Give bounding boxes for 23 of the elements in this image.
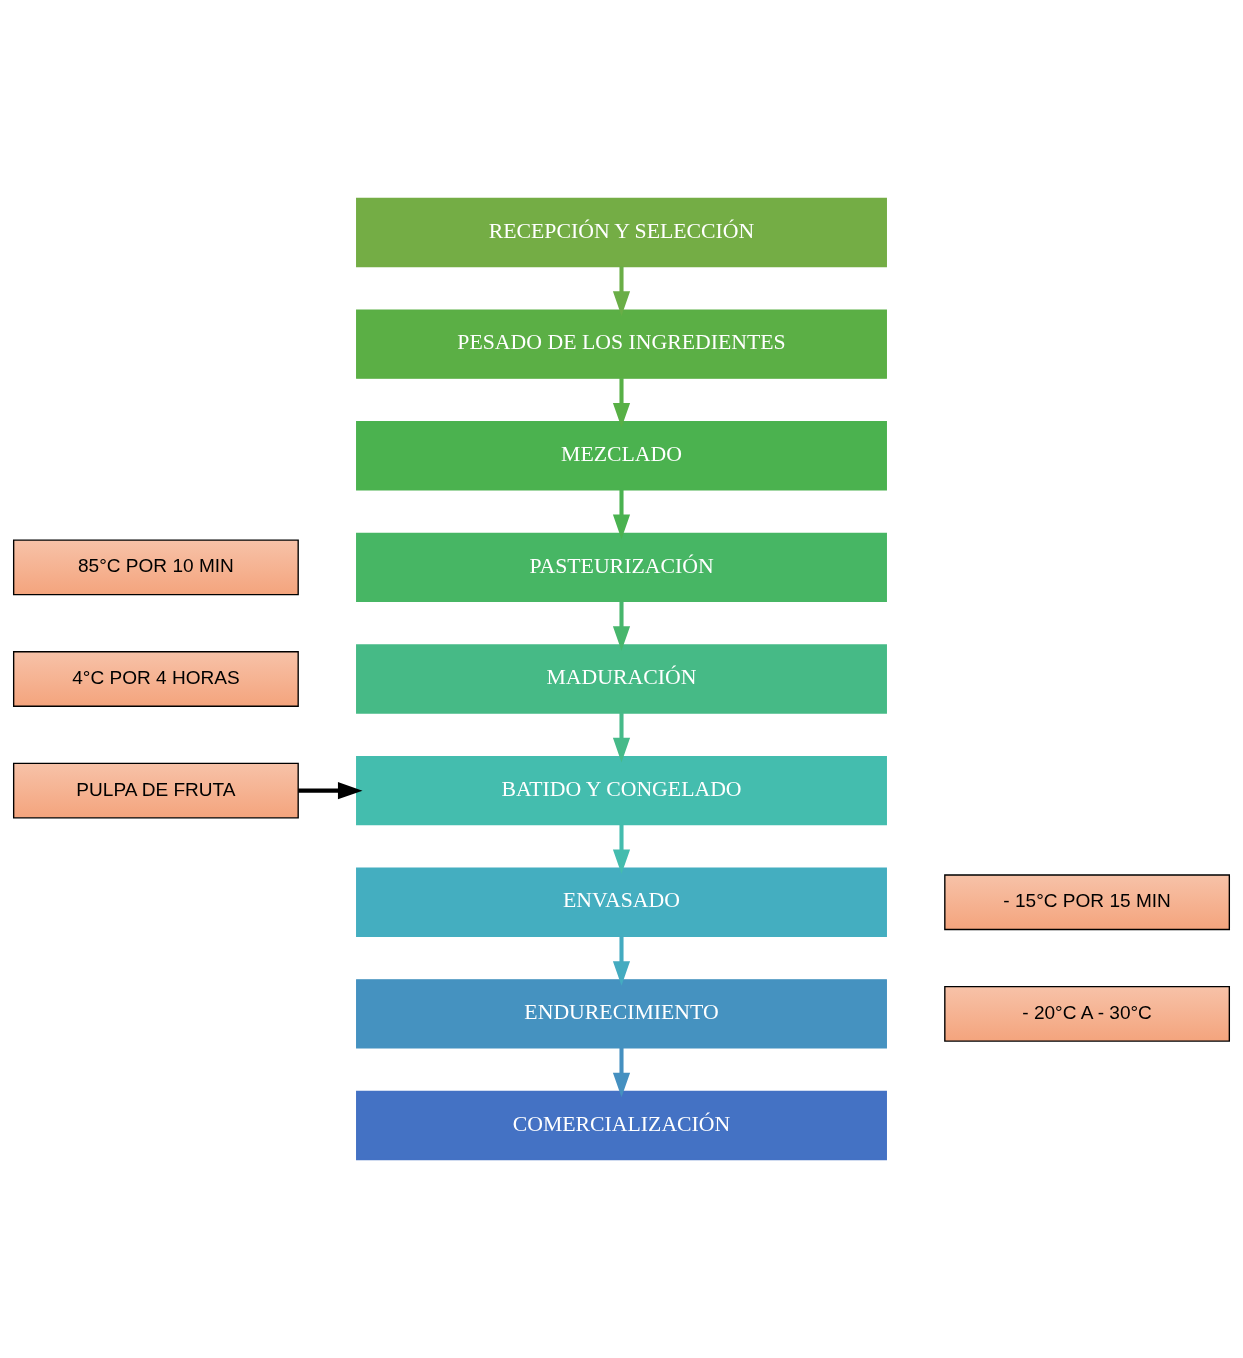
node-box: 85°C POR 10 MIN (13, 539, 299, 596)
arrow (612, 489, 631, 540)
node-box: PASTEURIZACIÓN (356, 532, 887, 603)
node-box: RECEPCIÓN Y SELECCIÓN (356, 197, 887, 268)
arrow (612, 824, 631, 875)
node-box: PULPA DE FRUTA (13, 762, 299, 819)
node-box: - 20°C A - 30°C (944, 986, 1230, 1042)
node-box: ENDURECIMIENTO (356, 979, 887, 1049)
node-box: BATIDO Y CONGELADO (356, 755, 887, 826)
arrow (612, 936, 631, 986)
arrow (612, 713, 631, 763)
node-box: COMERCIALIZACIÓN (356, 1090, 887, 1161)
arrow (612, 378, 631, 428)
arrow (298, 782, 363, 800)
node-box: ENVASADO (356, 867, 887, 937)
arrow (612, 601, 631, 651)
node-box: MADURACIÓN (356, 644, 887, 714)
arrow (612, 1047, 631, 1098)
node-box: MEZCLADO (356, 421, 887, 491)
node-box: - 15°C POR 15 MIN (944, 874, 1230, 931)
node-box: 4°C POR 4 HORAS (13, 651, 299, 707)
arrow (612, 266, 631, 316)
node-box: PESADO DE LOS INGREDIENTES (356, 309, 887, 379)
